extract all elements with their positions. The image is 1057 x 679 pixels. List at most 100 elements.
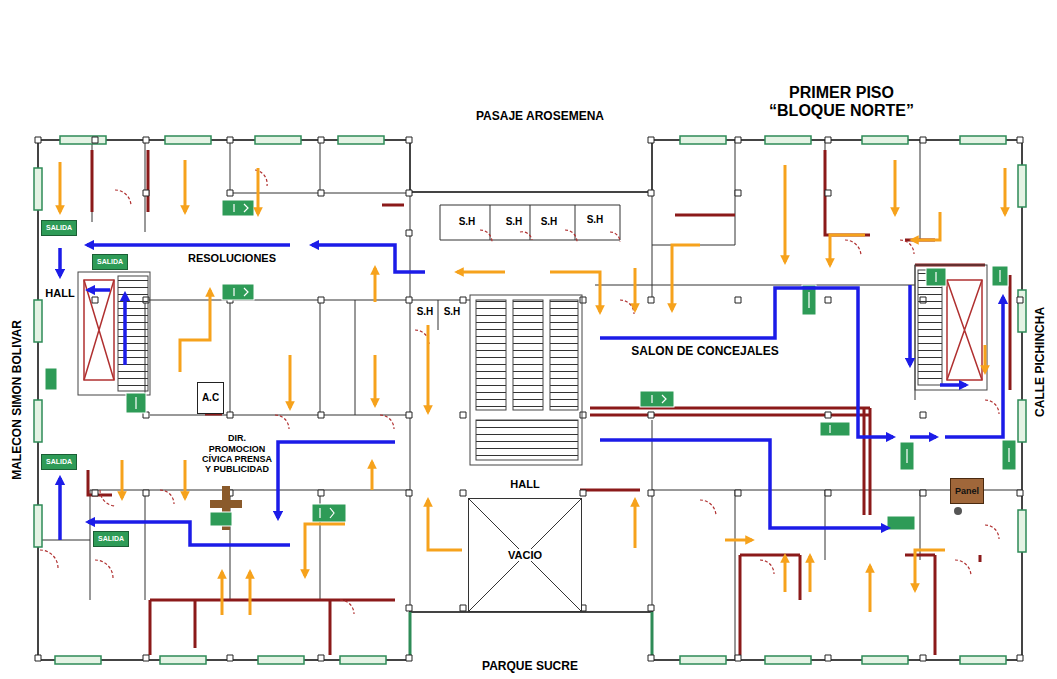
exit-sign: SALIDA	[92, 254, 128, 270]
room-label: RESOLUCIONES	[187, 252, 277, 265]
exit-sign-icon	[222, 200, 254, 216]
exit-sign-icon	[45, 368, 57, 390]
window	[34, 400, 42, 442]
blue-exit-route	[908, 285, 912, 365]
exit-sign-figure	[136, 204, 1009, 518]
orange-route-arrow	[672, 245, 700, 310]
exit-sign-icon	[210, 512, 232, 526]
window	[765, 136, 811, 144]
blue-exit-route	[312, 245, 425, 272]
window	[960, 136, 1006, 144]
orange-route-arrow	[289, 355, 292, 408]
orange-route-arrow	[869, 566, 872, 612]
elevator-shaft	[84, 280, 114, 380]
void-area: VACIO	[468, 498, 582, 612]
orange-route-arrow	[725, 539, 752, 542]
room-label: SALON DE CONCEJALES	[630, 345, 779, 359]
blue-exit-route	[58, 248, 62, 276]
window	[34, 300, 42, 342]
window	[258, 656, 304, 664]
restroom-label: S.H	[458, 216, 477, 228]
blue-exit-route	[87, 243, 290, 247]
interior-wall	[38, 140, 1022, 660]
orange-route-arrow	[121, 460, 124, 498]
street-name: PASAJE AROSEMENA	[475, 110, 605, 124]
window	[160, 656, 206, 664]
elevator-shaft	[947, 280, 982, 380]
street-name: CALLE PICHINCHA	[1034, 306, 1048, 418]
restroom-label: S.H	[586, 214, 605, 226]
window	[680, 136, 726, 144]
facade-edge	[410, 612, 652, 660]
orange-route-arrow	[184, 460, 187, 498]
street-name: PARQUE SUCRE	[481, 660, 579, 674]
orange-route-arrow	[374, 268, 377, 302]
partition-wall	[88, 150, 1010, 655]
door-swing	[40, 170, 999, 614]
orange-route-arrow	[809, 556, 812, 592]
node-text: SALIDA	[97, 258, 123, 266]
orange-route-arrow	[912, 212, 940, 240]
node-text: SALIDA	[98, 535, 124, 543]
orange-route-arrow	[180, 290, 210, 372]
plan-title: PRIMER PISO “BLOQUE NORTE”	[768, 84, 915, 121]
staircase	[78, 272, 150, 395]
orange-route-arrow	[915, 550, 945, 590]
exit-sign-figure	[136, 204, 1009, 518]
orange-route-arrow	[59, 162, 62, 212]
exit-sign-icon	[887, 516, 915, 530]
column	[35, 137, 1023, 661]
node-text: SALIDA	[46, 224, 72, 232]
window	[960, 656, 1006, 664]
staircase	[470, 295, 582, 465]
restroom-label: S.H	[443, 306, 462, 318]
facade-edge	[410, 612, 652, 660]
orange-route-arrow	[249, 572, 252, 615]
window	[765, 656, 811, 664]
node-text: SALIDA	[46, 458, 72, 466]
orange-route-arrow	[374, 355, 377, 405]
partition-wall	[88, 150, 1010, 655]
orange-route-arrow	[634, 268, 637, 310]
blue-exit-route	[600, 440, 888, 528]
orange-route-arrow	[371, 462, 374, 490]
blue-exit-route	[910, 435, 936, 439]
window	[55, 656, 101, 664]
window	[165, 136, 211, 144]
window	[34, 136, 1026, 664]
orange-route-arrow	[830, 235, 865, 265]
room-label: HALL	[44, 287, 75, 300]
void-cross-line	[469, 499, 581, 611]
blue-exit-route	[123, 294, 127, 365]
blue-exit-route	[940, 383, 966, 387]
orange-route-arrow	[784, 556, 787, 592]
staircase	[513, 300, 543, 410]
window	[34, 168, 42, 210]
orange-route-arrow	[457, 271, 505, 274]
staircase	[476, 420, 578, 460]
orange-route-arrow	[305, 524, 345, 576]
exit-sign: SALIDA	[41, 220, 77, 236]
equipment-box: A.C	[197, 382, 224, 414]
blue-exit-route	[58, 478, 62, 540]
staircase	[476, 300, 506, 410]
blue-exit-route	[88, 288, 110, 292]
furniture	[210, 486, 242, 530]
staircase	[915, 265, 987, 390]
furniture	[954, 507, 962, 515]
exit-sign-icon	[640, 391, 674, 407]
orange-route-arrow	[550, 272, 600, 312]
elevator-shaft	[947, 280, 982, 380]
room-label: HALL	[509, 478, 540, 491]
orange-route-arrow	[221, 572, 224, 615]
orange-route-arrow	[427, 325, 430, 412]
orange-route-arrow	[894, 160, 897, 214]
blue-exit-route	[278, 442, 395, 518]
orange-route-arrow	[984, 345, 987, 372]
window	[1018, 510, 1026, 552]
staircase	[550, 300, 578, 410]
window	[34, 505, 42, 547]
orange-route-arrow	[184, 160, 187, 212]
window	[862, 656, 908, 664]
